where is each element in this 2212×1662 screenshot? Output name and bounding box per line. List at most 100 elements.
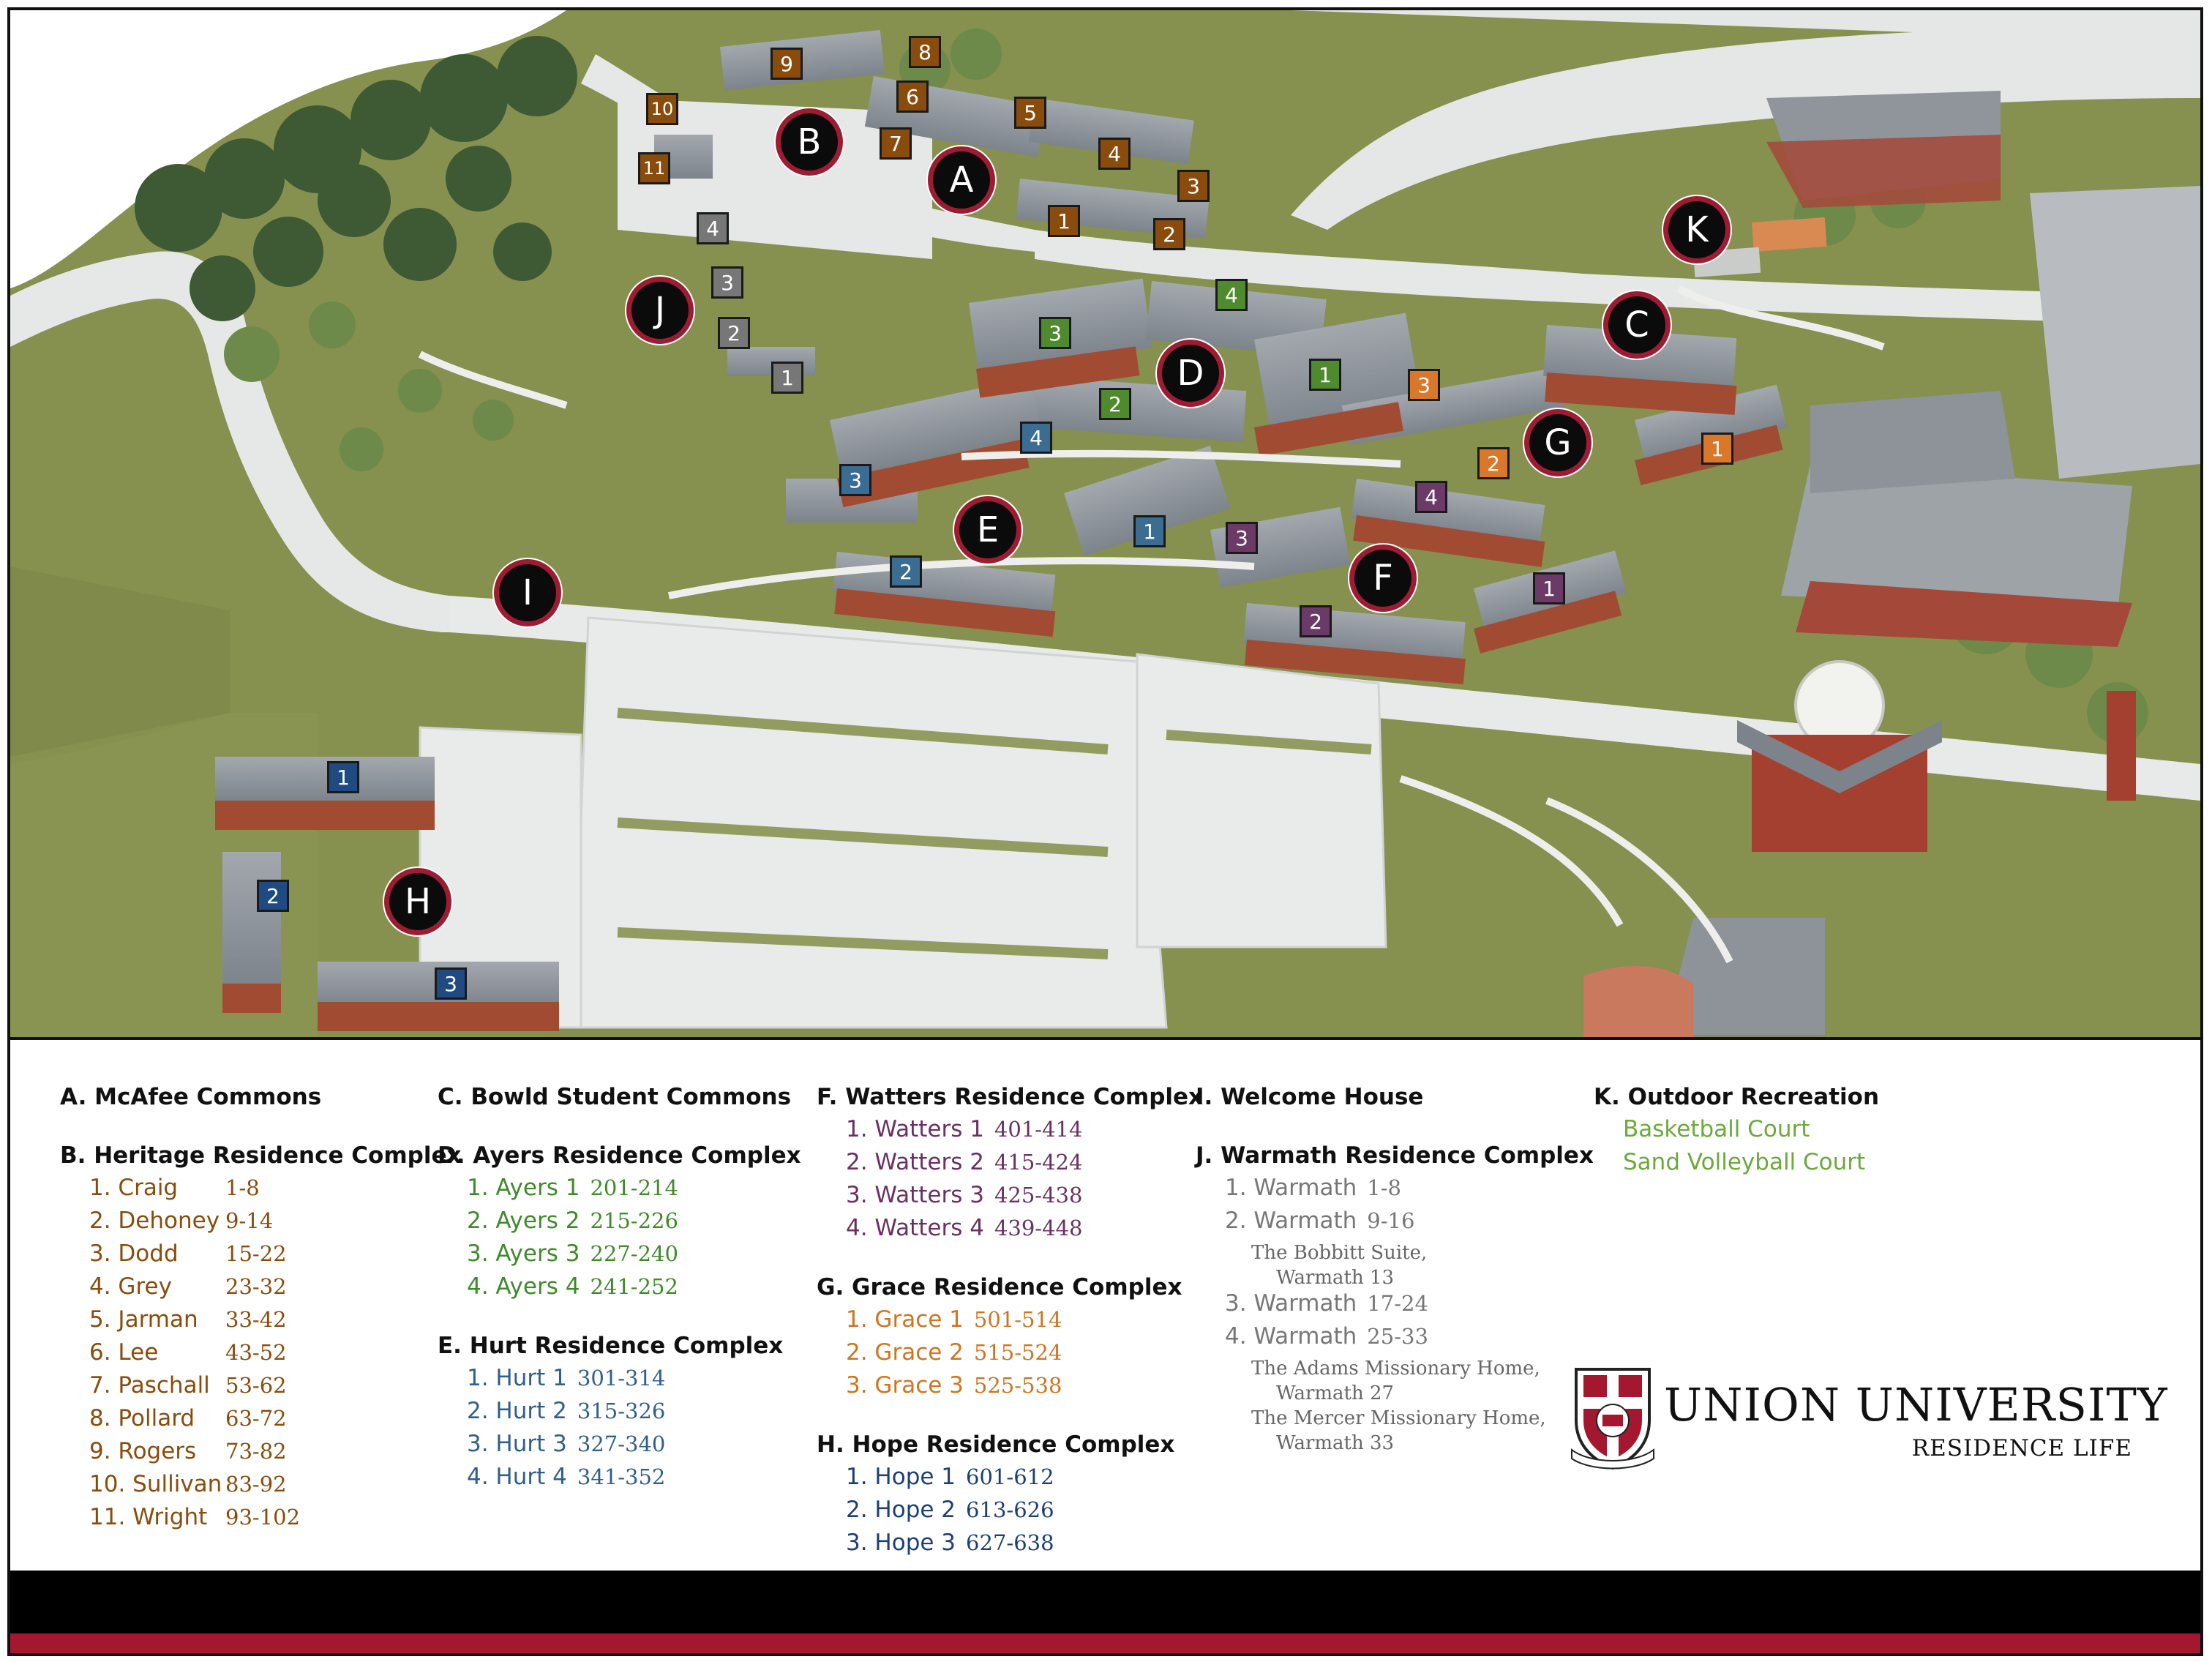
map-marker-G[interactable]: G: [1524, 409, 1591, 476]
map-heritage-1[interactable]: 1: [1048, 205, 1080, 237]
university-seal-icon: [1571, 1368, 1654, 1470]
legend-volleyball-court: Sand Volleyball Court: [1623, 1149, 1866, 1175]
map-marker-J[interactable]: J: [626, 277, 694, 344]
map-blank-area: [10, 10, 566, 288]
map-marker-E[interactable]: E: [954, 496, 1021, 564]
map-divider: [10, 1037, 2200, 1040]
tree-cluster-northwest: [135, 36, 577, 321]
map-heritage-6[interactable]: 6: [896, 81, 929, 113]
campus-map: [10, 10, 2200, 1037]
map-watters-1[interactable]: 1: [1533, 572, 1565, 604]
map-hope-1[interactable]: 1: [327, 761, 359, 793]
map-heritage-4[interactable]: 4: [1098, 138, 1131, 170]
map-marker-C[interactable]: C: [1603, 291, 1671, 359]
map-ayers-1[interactable]: 1: [1309, 359, 1341, 391]
campus-map-poster: A B C D E F G H I J K 1 2 3 4 5 6 7 8 9 …: [7, 7, 2203, 1656]
map-hurt-1[interactable]: 1: [1133, 515, 1166, 547]
legend-warmath-note: The Bobbitt Suite,Warmath 13: [1251, 1242, 1428, 1289]
legend-hurt-title: E. Hurt Residence Complex: [438, 1333, 784, 1359]
map-ayers-4[interactable]: 4: [1215, 279, 1248, 311]
map-grace-2[interactable]: 2: [1477, 447, 1510, 479]
map-heritage-3[interactable]: 3: [1177, 170, 1210, 202]
map-hurt-3[interactable]: 3: [839, 464, 871, 496]
lawn-southwest: [10, 566, 230, 757]
map-watters-3[interactable]: 3: [1226, 522, 1258, 554]
brand-subtitle: RESIDENCE LIFE: [1911, 1435, 2132, 1461]
map-ayers-3[interactable]: 3: [1039, 317, 1071, 349]
legend-column-2: C. Bowld Student Commons D. Ayers Reside…: [438, 1084, 801, 1497]
legend-warmath-title: J. Warmath Residence Complex: [1196, 1142, 1594, 1169]
map-marker-H[interactable]: H: [384, 868, 451, 935]
map-heritage-10[interactable]: 10: [646, 93, 678, 125]
legend-column-5: K. Outdoor Recreation Basketball Court S…: [1594, 1084, 1879, 1182]
parking-islands: [617, 708, 1372, 959]
road-west: [10, 251, 522, 632]
legend-heritage-title: B. Heritage Residence Complex: [60, 1142, 462, 1169]
road-east: [1035, 230, 2200, 325]
map-hope-3[interactable]: 3: [435, 967, 467, 1000]
legend-outdoor-recreation-title: K. Outdoor Recreation: [1594, 1084, 1880, 1110]
map-marker-A[interactable]: A: [928, 146, 995, 214]
map-marker-I[interactable]: I: [494, 559, 561, 626]
map-ayers-2[interactable]: 2: [1099, 388, 1131, 420]
map-marker-F[interactable]: F: [1349, 544, 1417, 612]
map-warmath-4[interactable]: 4: [697, 212, 729, 244]
map-heritage-11[interactable]: 11: [638, 152, 670, 184]
legend-watters-title: F. Watters Residence Complex: [817, 1084, 1204, 1110]
legend-bowld-commons: C. Bowld Student Commons: [438, 1084, 792, 1110]
map-legend: A. McAfee Commons B. Heritage Residence …: [10, 1040, 2200, 1581]
legend-welcome-house: I. Welcome House: [1196, 1084, 1424, 1110]
map-grace-1[interactable]: 1: [1701, 433, 1733, 465]
map-heritage-2[interactable]: 2: [1153, 218, 1185, 250]
map-watters-2[interactable]: 2: [1300, 605, 1332, 637]
map-warmath-2[interactable]: 2: [718, 317, 750, 349]
map-heritage-7[interactable]: 7: [880, 127, 912, 160]
legend-basketball-court: Basketball Court: [1623, 1116, 1810, 1142]
legend-mcafee-commons: A. McAfee Commons: [60, 1084, 322, 1110]
brand-title: UNION UNIVERSITY: [1664, 1378, 2168, 1431]
union-university-brand: UNION UNIVERSITY RESIDENCE LIFE: [1569, 1362, 2167, 1486]
map-watters-4[interactable]: 4: [1415, 481, 1447, 513]
map-hope-2[interactable]: 2: [257, 880, 289, 912]
map-warmath-1[interactable]: 1: [771, 362, 803, 394]
map-hurt-4[interactable]: 4: [1020, 422, 1052, 454]
map-marker-B[interactable]: B: [776, 108, 843, 176]
footer-black-band: [10, 1571, 2200, 1633]
legend-grace-title: G. Grace Residence Complex: [817, 1274, 1182, 1300]
map-heritage-8[interactable]: 8: [909, 36, 941, 68]
map-heritage-5[interactable]: 5: [1014, 97, 1046, 129]
map-grace-3[interactable]: 3: [1408, 369, 1440, 401]
map-hurt-2[interactable]: 2: [890, 555, 922, 588]
map-warmath-3[interactable]: 3: [711, 266, 743, 299]
map-marker-K[interactable]: K: [1663, 196, 1731, 263]
legend-warmath-note: The Mercer Missionary Home,Warmath 33: [1251, 1407, 1546, 1454]
map-heritage-9[interactable]: 9: [771, 48, 803, 80]
legend-hope-title: H. Hope Residence Complex: [817, 1431, 1175, 1458]
map-marker-D[interactable]: D: [1157, 340, 1224, 407]
